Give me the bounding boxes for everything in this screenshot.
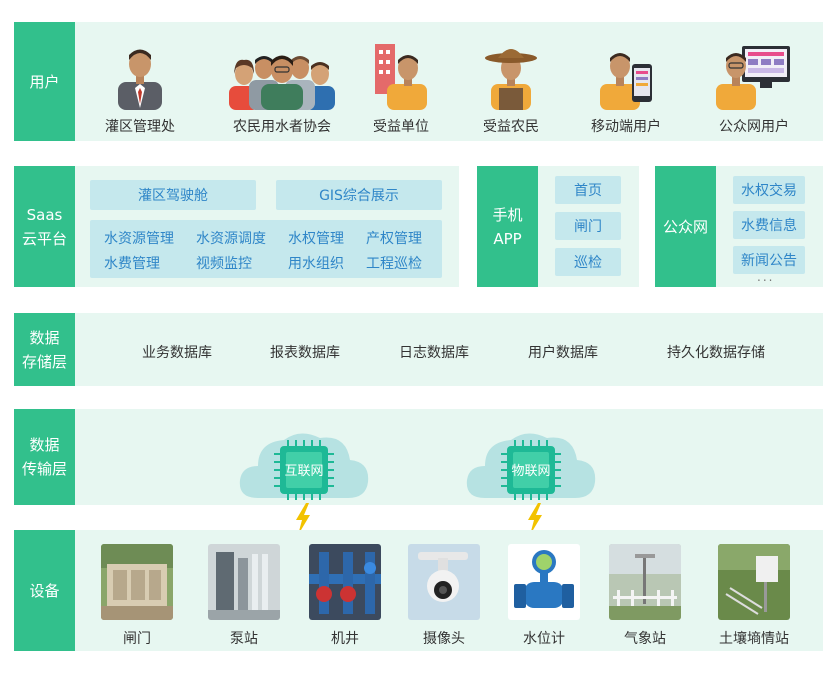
layer-label-devices: 设备	[14, 530, 75, 651]
log-db: 日志数据库	[399, 345, 469, 361]
user-label: 受益农民	[483, 119, 539, 135]
soil-station-photo	[718, 544, 790, 620]
module-water-resource[interactable]: 水资源管理	[104, 231, 174, 247]
module-property[interactable]: 产权管理	[366, 231, 422, 247]
device-weather-station: 气象站	[605, 544, 685, 648]
user-mobile: 移动端用户	[561, 40, 691, 136]
gis-button[interactable]: GIS综合展示	[276, 180, 442, 210]
mobile-gate-button[interactable]: 闸门	[555, 212, 621, 240]
manager-icon	[118, 49, 162, 110]
device-label: 闸门	[123, 631, 151, 647]
module-water-fee[interactable]: 水费管理	[104, 256, 160, 272]
sluice-gate-photo	[101, 544, 173, 620]
transport-panel	[75, 409, 823, 505]
user-label: 灌区管理处	[105, 119, 175, 135]
device-water-level-meter: 水位计	[504, 544, 584, 648]
iot-cloud-icon	[466, 433, 596, 500]
well-pipes-photo	[309, 544, 381, 620]
mobile-user-icon	[600, 53, 652, 110]
persistent-storage: 持久化数据存储	[667, 345, 765, 361]
weather-station-photo	[609, 544, 681, 620]
public-fee-button[interactable]: 水费信息	[733, 211, 805, 239]
module-water-dispatch[interactable]: 水资源调度	[196, 231, 266, 247]
user-db: 用户数据库	[528, 345, 598, 361]
module-water-rights[interactable]: 水权管理	[288, 231, 344, 247]
mobile-home-button[interactable]: 首页	[555, 176, 621, 204]
user-label: 农民用水者协会	[233, 119, 331, 135]
device-pump-station: 泵站	[204, 544, 284, 648]
web-user-icon	[716, 46, 790, 110]
business-db: 业务数据库	[142, 345, 212, 361]
device-camera: 摄像头	[404, 544, 484, 648]
device-well: 机井	[305, 544, 385, 648]
lightning-icon	[528, 503, 542, 535]
farmer-icon	[485, 49, 537, 110]
layer-label-saas: Saas 云平台	[14, 166, 75, 287]
user-manager: 灌区管理处	[75, 40, 205, 136]
user-beneficiary-unit: 受益单位	[336, 40, 466, 136]
company-person-icon	[375, 44, 427, 110]
group-icon	[229, 55, 335, 110]
public-more-ellipsis: ...	[757, 270, 775, 284]
layer-label-users: 用户	[14, 22, 75, 141]
user-association: 农民用水者协会	[217, 40, 347, 136]
lightning-icon	[296, 503, 310, 535]
layer-label-storage: 数据 存储层	[14, 313, 75, 386]
device-soil-station: 土壤墒情站	[714, 544, 794, 648]
device-label: 气象站	[624, 631, 666, 647]
device-label: 摄像头	[423, 631, 465, 647]
device-sluice-gate: 闸门	[97, 544, 177, 648]
camera-photo	[408, 544, 480, 620]
users-panel	[75, 22, 823, 141]
module-video[interactable]: 视频监控	[196, 256, 252, 272]
modules-block: 水资源管理 水资源调度 水权管理 产权管理 水费管理 视频监控 用水组织 工程巡…	[90, 220, 442, 278]
device-label: 泵站	[230, 631, 258, 647]
flow-meter-photo	[508, 544, 580, 620]
iot-label: 物联网	[511, 464, 551, 479]
internet-cloud-icon	[239, 433, 369, 500]
user-label: 移动端用户	[591, 119, 661, 135]
layer-label-transport: 数据 传输层	[14, 409, 75, 505]
storage-panel	[75, 313, 823, 386]
mobile-inspection-button[interactable]: 巡检	[555, 248, 621, 276]
device-label: 机井	[331, 631, 359, 647]
internet-label: 互联网	[284, 464, 324, 479]
public-trade-button[interactable]: 水权交易	[733, 176, 805, 204]
user-label: 公众网用户	[719, 119, 789, 135]
public-web-label: 公众网	[655, 166, 716, 287]
device-label: 水位计	[523, 631, 565, 647]
module-inspection[interactable]: 工程巡检	[366, 256, 422, 272]
mobile-app-label: 手机 APP	[477, 166, 538, 287]
dashboard-button[interactable]: 灌区驾驶舱	[90, 180, 256, 210]
user-public-web: 公众网用户	[689, 40, 819, 136]
device-label: 土壤墒情站	[719, 631, 789, 647]
module-water-org[interactable]: 用水组织	[288, 256, 344, 272]
user-farmer: 受益农民	[446, 40, 576, 136]
user-label: 受益单位	[373, 119, 429, 135]
report-db: 报表数据库	[270, 345, 340, 361]
pump-station-photo	[208, 544, 280, 620]
public-news-button[interactable]: 新闻公告	[733, 246, 805, 274]
